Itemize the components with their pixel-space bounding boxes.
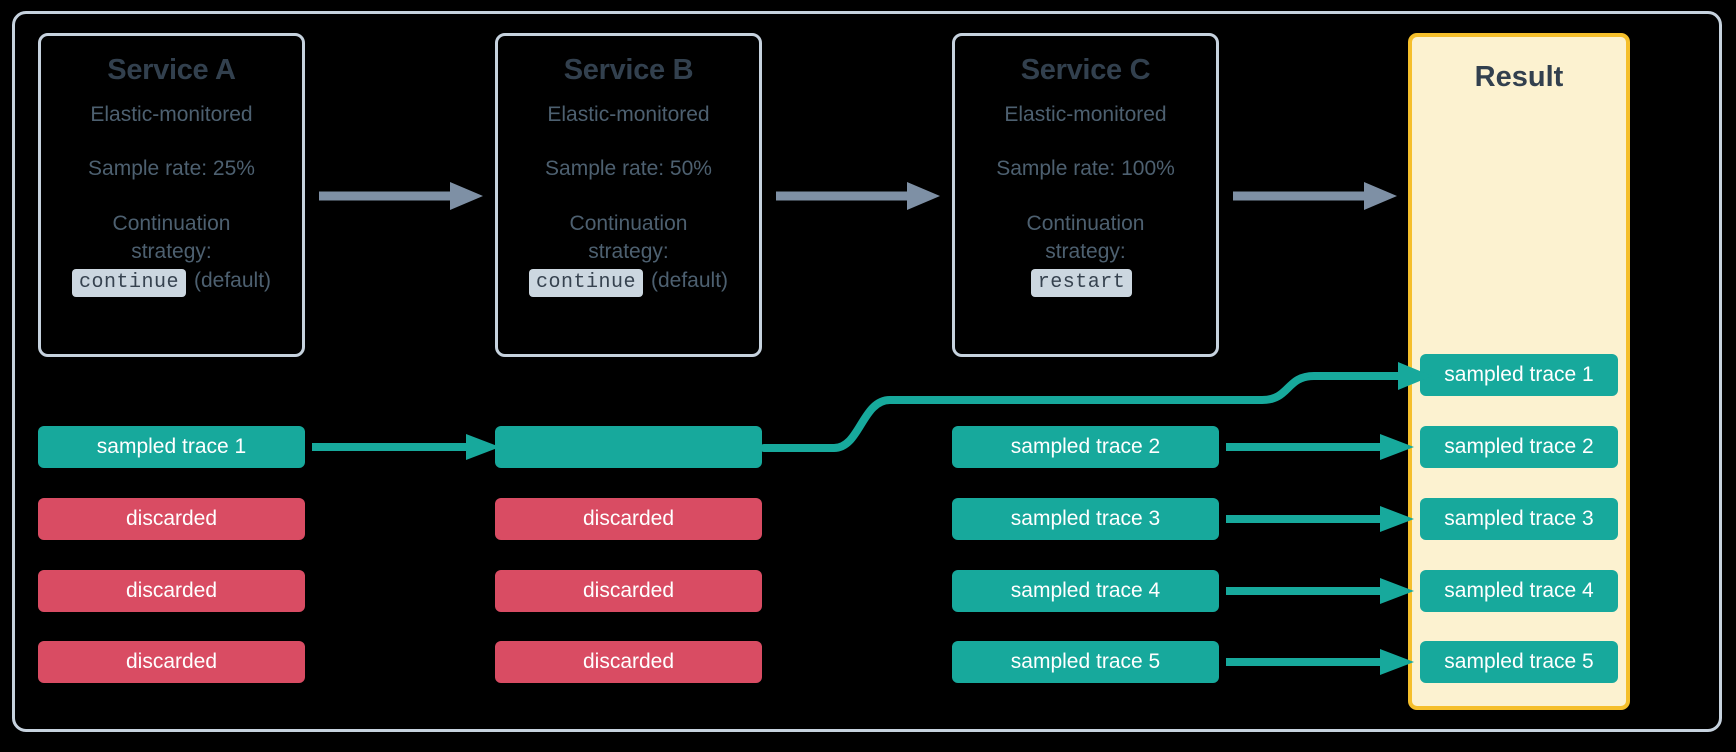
service-b-strategy-note: (default)	[650, 268, 729, 292]
service-b-strategy-code: continue	[528, 268, 643, 297]
service-card-b: Service B Elastic-monitored Sample rate:…	[495, 33, 762, 357]
service-b-strategy-line2: strategy:	[588, 240, 669, 264]
teal-arrow-c1-to-result2	[1226, 434, 1414, 460]
trace-pill-a-1: sampled trace 1	[38, 426, 305, 468]
trace-pill-c-2: sampled trace 3	[952, 498, 1219, 540]
teal-arrow-c3-to-result4	[1226, 578, 1414, 604]
service-card-a: Service A Elastic-monitored Sample rate:…	[38, 33, 305, 357]
service-a-sample-rate: Sample rate: 25%	[88, 157, 255, 181]
result-trace-pill-2: sampled trace 2	[1420, 426, 1618, 468]
result-trace-pill-3: sampled trace 3	[1420, 498, 1618, 540]
result-trace-pill-4: sampled trace 4	[1420, 570, 1618, 612]
service-b-strategy-label: Continuation strategy:	[570, 210, 688, 267]
service-c-strategy-label: Continuation strategy:	[1027, 210, 1145, 267]
trace-pill-a-3: discarded	[38, 570, 305, 612]
trace-pill-b-3: discarded	[495, 570, 762, 612]
service-a-strategy-code: continue	[71, 268, 186, 297]
service-b-title: Service B	[563, 54, 694, 86]
teal-arrow-c2-to-result3	[1226, 506, 1414, 532]
service-a-strategy-line2: strategy:	[131, 240, 212, 264]
service-c-strategy-line1: Continuation	[1026, 211, 1145, 235]
trace-pill-c-1: sampled trace 2	[952, 426, 1219, 468]
teal-arrow-c4-to-result5	[1226, 649, 1414, 675]
trace-pill-a-2: discarded	[38, 498, 305, 540]
trace-pill-c-3: sampled trace 4	[952, 570, 1219, 612]
flow-arrow-b-to-c	[776, 182, 940, 210]
flow-arrow-a-to-b	[319, 182, 483, 210]
teal-arrow-a1-to-b1	[312, 434, 500, 460]
service-b-sample-rate: Sample rate: 50%	[545, 157, 712, 181]
trace-pill-b-1	[495, 426, 762, 468]
trace-pill-c-4: sampled trace 5	[952, 641, 1219, 683]
service-a-strategy-value-row: continue (default)	[71, 268, 272, 297]
service-c-sample-rate: Sample rate: 100%	[996, 157, 1175, 181]
service-c-strategy-value-row: restart	[1030, 268, 1141, 297]
service-a-strategy-line1: Continuation	[112, 211, 231, 235]
service-card-c: Service C Elastic-monitored Sample rate:…	[952, 33, 1219, 357]
service-a-monitored: Elastic-monitored	[90, 103, 253, 126]
service-c-title: Service C	[1020, 54, 1151, 86]
service-b-strategy-value-row: continue (default)	[528, 268, 729, 297]
result-trace-pill-1: sampled trace 1	[1420, 354, 1618, 396]
trace-pill-a-4: discarded	[38, 641, 305, 683]
service-a-title: Service A	[107, 54, 236, 86]
result-trace-pill-5: sampled trace 5	[1420, 641, 1618, 683]
service-c-monitored: Elastic-monitored	[1004, 103, 1167, 126]
service-a-strategy-note: (default)	[193, 268, 272, 292]
trace-pill-b-4: discarded	[495, 641, 762, 683]
flow-arrow-c-to-result	[1233, 182, 1397, 210]
service-c-strategy-code: restart	[1030, 268, 1133, 297]
service-b-monitored: Elastic-monitored	[547, 103, 710, 126]
service-b-strategy-line1: Continuation	[569, 211, 688, 235]
result-title: Result	[1474, 61, 1564, 93]
trace-pill-b-2: discarded	[495, 498, 762, 540]
service-c-strategy-line2: strategy:	[1045, 240, 1126, 264]
service-a-strategy-label: Continuation strategy:	[113, 210, 231, 267]
